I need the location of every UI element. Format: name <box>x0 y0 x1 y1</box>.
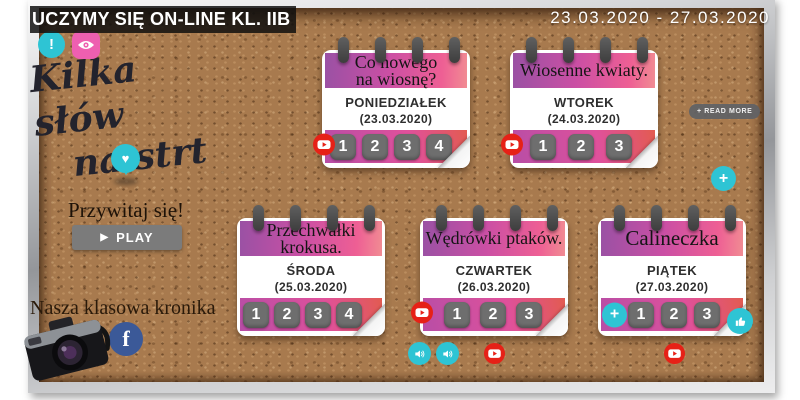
page-title: UCZYMY SIĘ ON-LINE KL. IIB <box>32 9 291 29</box>
facebook-glyph: f <box>122 326 130 351</box>
pin-icon <box>510 205 521 231</box>
heart-glyph: ♥ <box>121 151 130 166</box>
pin-icon <box>375 37 386 63</box>
task-button-1[interactable]: 1 <box>628 301 654 328</box>
pin-icon <box>688 205 699 231</box>
task-button-2[interactable]: 2 <box>362 133 388 160</box>
audio-icon[interactable] <box>436 342 459 365</box>
task-button-3[interactable]: 3 <box>394 133 420 160</box>
card-date: (23.03.2020) <box>359 112 433 126</box>
add-button[interactable]: + <box>711 166 736 191</box>
heart-pin-icon[interactable]: ♥ <box>111 144 140 173</box>
alert-glyph: ! <box>49 36 54 53</box>
thumbs-up-icon[interactable] <box>727 308 753 334</box>
pin-icon <box>725 205 736 231</box>
header-bar: UCZYMY SIĘ ON-LINE KL. IIB <box>30 6 297 33</box>
task-button-2[interactable]: 2 <box>480 301 506 328</box>
pin-icon <box>473 205 484 231</box>
pin-icon <box>637 37 648 63</box>
pin-icon <box>651 205 662 231</box>
card-date: (26.03.2020) <box>457 280 531 294</box>
task-button-1[interactable]: 1 <box>243 301 269 328</box>
heart-pin-shadow <box>114 178 138 185</box>
card-day: CZWARTEK <box>455 263 533 278</box>
pin-icon <box>412 37 423 63</box>
alert-icon[interactable]: ! <box>38 31 65 58</box>
pin-icon <box>290 205 301 231</box>
chronicle-text: Nasza klasowa kronika <box>30 297 216 319</box>
play-label: PLAY <box>116 230 154 245</box>
task-button-1[interactable]: 1 <box>444 301 470 328</box>
page-curl <box>626 136 658 168</box>
youtube-icon[interactable] <box>410 300 434 329</box>
pin-icon <box>614 205 625 231</box>
card-title: Wędrówki ptaków. <box>425 228 563 248</box>
card-title: Wiosenne kwiaty. <box>519 60 649 80</box>
youtube-icon[interactable] <box>483 342 506 365</box>
card-date: (25.03.2020) <box>274 280 348 294</box>
plus-icon[interactable]: + <box>602 302 627 327</box>
pin-icon <box>327 205 338 231</box>
day-card-wednesday: Przechwałki krokusa. ŚRODA (25.03.2020) … <box>237 205 385 336</box>
card-title-2: krokusa. <box>280 236 342 257</box>
card-title: Calineczka <box>625 226 719 250</box>
pin-icon <box>253 205 264 231</box>
pin-icon <box>526 37 537 63</box>
eye-glyph <box>78 41 94 49</box>
read-more-label: + READ MORE <box>697 108 753 115</box>
pin-icon <box>600 37 611 63</box>
card-date: (27.03.2020) <box>635 280 709 294</box>
page-curl <box>353 304 385 336</box>
card-title: Co nowego <box>354 51 438 72</box>
pin-icon <box>449 37 460 63</box>
plus-glyph: + <box>718 169 729 187</box>
day-card-thursday: Wędrówki ptaków. CZWARTEK (26.03.2020) 1… <box>411 205 568 336</box>
day-card-friday: Calineczka PIĄTEK (27.03.2020) + 1 2 3 <box>598 205 753 336</box>
card-day: PONIEDZIAŁEK <box>345 95 447 110</box>
card-day: ŚRODA <box>286 263 336 278</box>
card-title-2: na wiosnę? <box>355 68 437 89</box>
camera-image[interactable] <box>8 295 128 400</box>
card-title: Przechwałki <box>266 219 356 240</box>
task-button-2[interactable]: 2 <box>568 133 594 160</box>
pin-icon <box>364 205 375 231</box>
date-range: 23.03.2020 - 27.03.2020 <box>550 8 770 27</box>
day-card-tuesday: Wiosenne kwiaty. WTOREK (24.03.2020) 1 2… <box>501 37 658 168</box>
audio-icon[interactable] <box>408 342 431 365</box>
youtube-icon[interactable] <box>663 342 686 365</box>
task-button-1[interactable]: 1 <box>530 133 556 160</box>
card-date: (24.03.2020) <box>547 112 621 126</box>
task-button-2[interactable]: 2 <box>661 301 687 328</box>
plus-glyph: + <box>609 305 620 323</box>
pin-icon <box>338 37 349 63</box>
card-day: WTOREK <box>554 95 614 110</box>
play-button[interactable]: ▶ PLAY <box>72 225 182 250</box>
task-button-3[interactable]: 3 <box>305 301 331 328</box>
facebook-icon[interactable]: f <box>109 322 143 356</box>
read-more-button[interactable]: + READ MORE <box>689 104 761 119</box>
play-icon: ▶ <box>100 232 110 243</box>
greeting-text: Przywitaj się! <box>67 198 185 222</box>
page-curl <box>438 136 470 168</box>
card-day: PIĄTEK <box>646 263 698 278</box>
youtube-icon[interactable] <box>312 132 336 161</box>
eye-icon[interactable] <box>72 31 100 59</box>
pin-icon <box>563 37 574 63</box>
page-curl <box>536 304 568 336</box>
pin-icon <box>436 205 447 231</box>
youtube-icon[interactable] <box>500 132 524 161</box>
day-card-monday: Co nowego na wiosnę? PONIEDZIAŁEK (23.03… <box>313 37 470 168</box>
task-button-2[interactable]: 2 <box>274 301 300 328</box>
pin-icon <box>547 205 558 231</box>
